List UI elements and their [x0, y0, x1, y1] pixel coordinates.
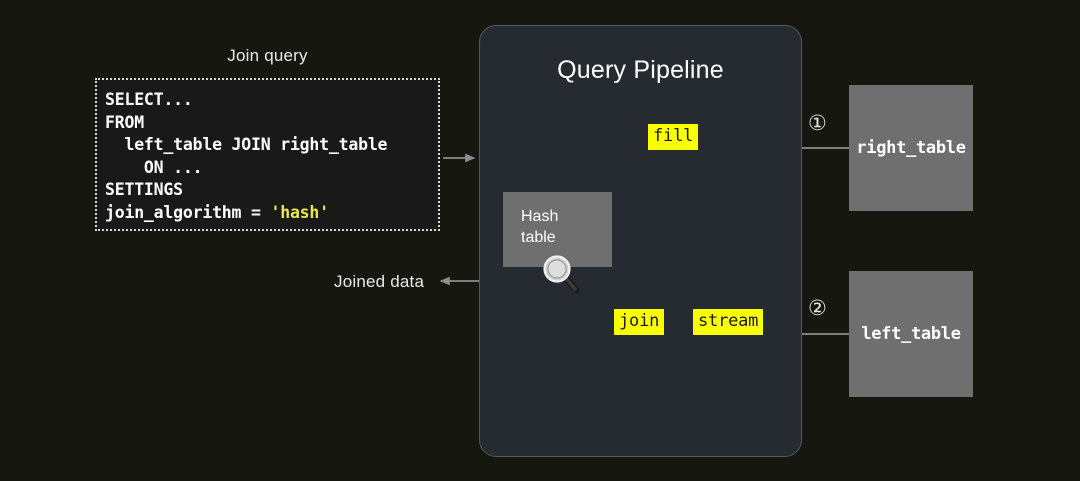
step-marker-1: ①	[808, 112, 827, 135]
right-table-box: right_table	[849, 85, 973, 211]
step-marker-2: ②	[808, 297, 827, 320]
hash-table-box: Hash table	[503, 192, 612, 267]
join-algorithm-value: 'hash'	[270, 202, 329, 222]
query-pipeline-title: Query Pipeline	[557, 56, 724, 84]
join-query-box: SELECT... FROM left_table JOIN right_tab…	[95, 78, 440, 231]
op-label-stream: stream	[693, 309, 764, 335]
right-table-label: right_table	[856, 138, 966, 158]
joined-data-label: Joined data	[334, 272, 425, 291]
join-query-title: Join query	[227, 46, 308, 65]
op-label-fill: fill	[648, 124, 699, 150]
op-label-join: join	[614, 309, 665, 335]
magnifier-icon	[543, 255, 580, 294]
left-table-box: left_table	[849, 271, 973, 397]
join-query-code: SELECT... FROM left_table JOIN right_tab…	[105, 90, 388, 222]
left-table-label: left_table	[861, 324, 961, 344]
hash-table-label: Hash table	[521, 208, 559, 246]
